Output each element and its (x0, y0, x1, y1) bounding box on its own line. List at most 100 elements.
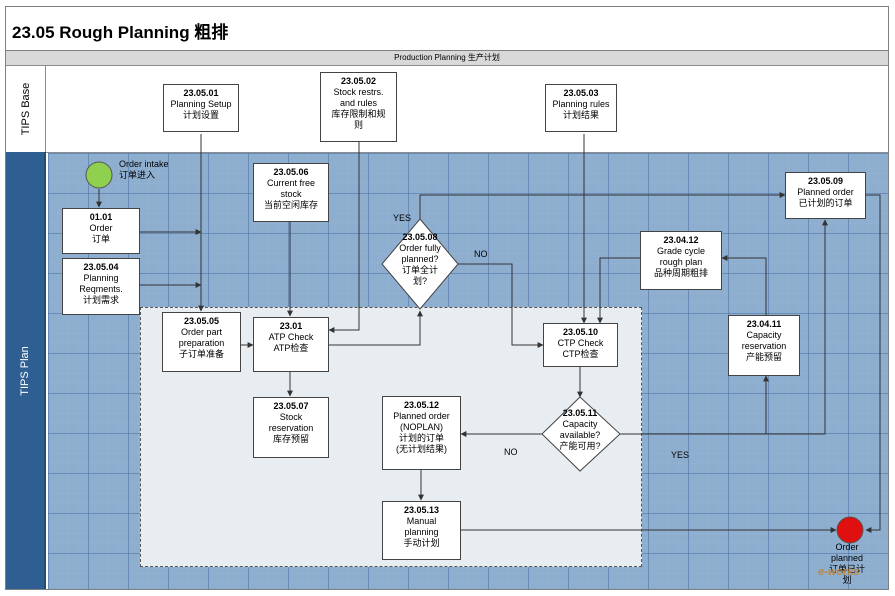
node-line: Planning rules (552, 99, 610, 109)
node-line: Planned order (393, 411, 450, 421)
node-line: 计划结果 (562, 110, 599, 120)
node-line: Planned order (797, 187, 854, 197)
node-line: 产能预留 (745, 352, 782, 362)
diagram-frame (5, 6, 889, 590)
node-line: Stock (279, 412, 303, 422)
node-line: Planning Setup (170, 99, 232, 109)
watermark-logo: e-works (818, 566, 860, 578)
end-event-line: Order (835, 542, 859, 552)
end-event-line: 订单已计划 (828, 564, 865, 585)
node-23-01[interactable]: 23.01 ATP Check ATP检查 (253, 317, 329, 372)
node-id: 23.05.06 (273, 167, 309, 177)
node-line: Order (89, 223, 113, 233)
node-01-01[interactable]: 01.01 Order 订单 (62, 208, 140, 254)
node-line: stock (280, 189, 302, 199)
end-event-label: Order planned 订单已计划 (826, 542, 868, 586)
node-line: and rules (339, 98, 378, 108)
node-line: reservation (741, 341, 787, 351)
node-line: ATP检查 (273, 343, 309, 353)
edge-stock-rules-to-atp (328, 142, 360, 333)
decision-id: 23.05.08 (402, 232, 438, 242)
decision-23-05-11[interactable]: 23.05.11 Capacity available? 产能可用? (545, 408, 615, 452)
node-id: 23.05.07 (273, 401, 309, 411)
lane-label-base: TIPS Base (6, 66, 46, 152)
node-id: 23.04.11 (746, 319, 782, 329)
edge-label-no: NO (474, 249, 488, 259)
decision-23-05-08[interactable]: 23.05.08 Order fully planned? 订单全计 划? (385, 232, 455, 287)
node-23-05-07[interactable]: 23.05.07 Stock reservation 库存预留 (253, 397, 329, 458)
start-event-label: Order intake 订单进入 (119, 159, 169, 181)
node-line: ATP Check (268, 332, 314, 342)
title-divider (6, 50, 888, 51)
node-line: Grade cycle (656, 246, 706, 256)
node-23-05-05[interactable]: 23.05.05 Order part preparation 子订单准备 (162, 312, 241, 372)
node-line: 品种周期粗排 (653, 268, 708, 278)
node-23-05-09[interactable]: 23.05.09 Planned order 已计划的订单 (785, 172, 866, 219)
node-line: 当前空闲库存 (263, 200, 318, 210)
node-23-05-04[interactable]: 23.05.04 Planning Reqments. 计划需求 (62, 258, 140, 315)
node-23-05-13[interactable]: 23.05.13 Manual planning 手动计划 (382, 501, 461, 560)
edge-decision-yes-to-planned (419, 192, 786, 219)
node-line: Current free (266, 178, 316, 188)
node-id: 23.05.05 (183, 316, 220, 326)
decision-line: 订单全计 (401, 265, 438, 275)
end-event-shape (836, 516, 864, 544)
node-line: 库存限制和规 (331, 109, 386, 119)
node-line: 则 (353, 120, 363, 130)
node-id: 23.05.13 (403, 505, 440, 515)
start-event-line: 订单进入 (119, 170, 156, 180)
edge-label-no: NO (504, 447, 518, 457)
node-id: 23.05.04 (83, 262, 119, 272)
node-line: Reqments. (79, 284, 123, 294)
node-line: reservation (268, 423, 314, 433)
node-id: 23.05.12 (403, 400, 440, 410)
end-event-line: planned (830, 553, 864, 563)
page-title: 23.05 Rough Planning 粗排 (12, 23, 229, 42)
pool-header: Production Planning 生产计划 (6, 51, 888, 66)
node-23-05-03[interactable]: 23.05.03 Planning rules 计划结果 (545, 84, 617, 132)
edge-label-yes: YES (671, 450, 690, 460)
node-line: 订单 (91, 234, 110, 244)
node-id: 23.01 (279, 321, 303, 331)
node-id: 01.01 (89, 212, 113, 222)
decision-line: planned? (401, 254, 439, 264)
node-23-04-12[interactable]: 23.04.12 Grade cycle rough plan 品种周期粗排 (640, 231, 722, 290)
node-line: Stock restrs. (333, 87, 384, 97)
node-line: 计划需求 (82, 295, 119, 305)
node-23-05-01[interactable]: 23.05.01 Planning Setup 计划设置 (163, 84, 239, 132)
edge-grade-to-ctp (597, 257, 640, 324)
node-line: planning (404, 527, 439, 537)
node-line: Order part (180, 327, 222, 337)
decision-line: 划? (412, 276, 427, 286)
decision-order-planned-shape (381, 218, 459, 310)
node-line: (无计划结果) (396, 444, 447, 454)
node-id: 23.05.10 (562, 327, 599, 337)
start-event-line: Order intake (119, 159, 169, 169)
decision-id: 23.05.11 (562, 408, 598, 418)
node-id: 23.05.03 (563, 88, 599, 98)
edge-decision-no-to-ctp (458, 263, 544, 348)
decision-line: available? (559, 430, 601, 440)
node-23-05-10[interactable]: 23.05.10 CTP Check CTP检查 (543, 323, 618, 367)
edge-atp-to-decision (329, 310, 423, 346)
node-line: rough plan (659, 257, 703, 267)
node-id: 23.05.02 (340, 76, 377, 86)
node-line: preparation (178, 338, 225, 348)
node-line: 计划的订单 (398, 433, 444, 443)
node-line: CTP Check (557, 338, 604, 348)
edge-capacity-yes-to-capres (620, 375, 769, 435)
start-event-shape (85, 161, 113, 189)
node-23-05-02[interactable]: 23.05.02 Stock restrs. and rules 库存限制和规 … (320, 72, 397, 142)
node-23-04-11[interactable]: 23.04.11 Capacity reservation 产能预留 (728, 315, 800, 376)
node-id: 23.05.09 (807, 176, 844, 186)
node-id: 23.05.01 (183, 88, 219, 98)
node-id: 23.04.12 (663, 235, 699, 245)
decision-capacity-shape (541, 396, 621, 472)
node-23-05-06[interactable]: 23.05.06 Current free stock 当前空闲库存 (253, 163, 329, 222)
node-23-05-12[interactable]: 23.05.12 Planned order (NOPLAN) 计划的订单 (无… (382, 396, 461, 470)
edge-capres-to-grade (721, 255, 767, 315)
node-line: CTP检查 (562, 349, 599, 359)
node-line: (NOPLAN) (399, 422, 443, 432)
lane-label-plan: TIPS Plan (6, 152, 46, 589)
